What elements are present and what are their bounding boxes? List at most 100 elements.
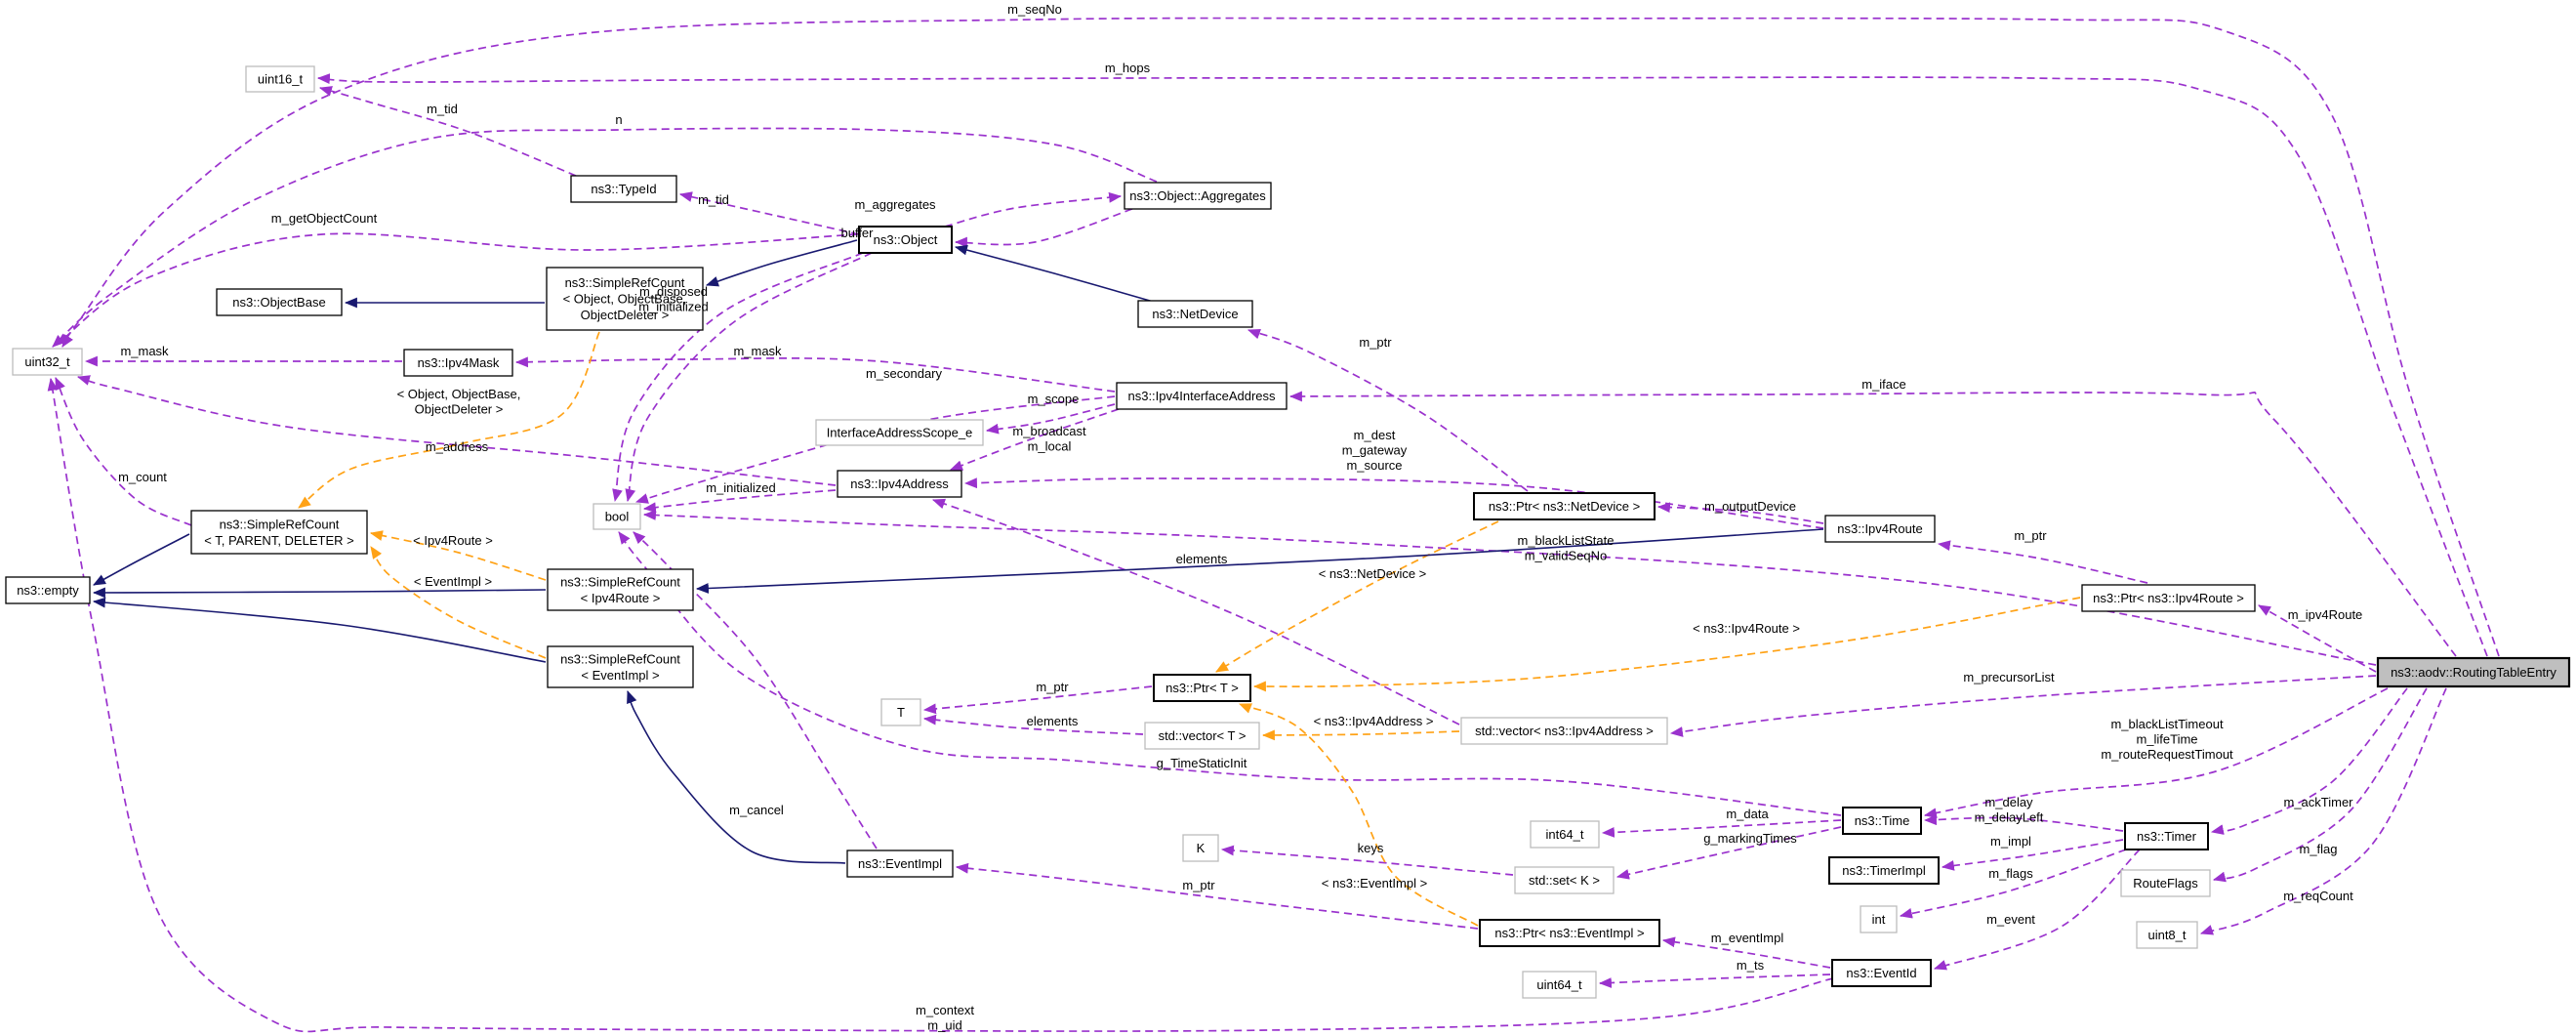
edge-usage-src-tpd-to-uint32_t: [55, 377, 192, 526]
class-node-label-uint8_t-0: uint8_t: [2147, 928, 2186, 942]
class-node-label-scope-e-0: InterfaceAddressScope_e: [827, 426, 973, 440]
class-node-label-src-tpd-0: ns3::SimpleRefCount: [220, 517, 340, 531]
edge-label-m_ipv4Route: m_ipv4Route: [2288, 607, 2363, 622]
class-node-label-ptr-netdev-0: ns3::Ptr< ns3::NetDevice >: [1489, 499, 1640, 514]
class-node-label-routeflags-0: RouteFlags: [2133, 876, 2198, 891]
class-node-src-tpd[interactable]: ns3::SimpleRefCount< T, PARENT, DELETER …: [190, 510, 368, 555]
edge-usage-timer-to-int: [1899, 849, 2127, 919]
class-node-routeflags[interactable]: RouteFlags: [2120, 869, 2211, 897]
class-node-box-K: [1182, 834, 1219, 862]
class-node-ipv4addr[interactable]: ns3::Ipv4Address: [837, 470, 962, 498]
class-node-scope-e[interactable]: InterfaceAddressScope_e: [815, 419, 984, 446]
edge-usage-object-to-uint32_t: [56, 232, 858, 346]
class-node-timer[interactable]: ns3::Timer: [2124, 822, 2209, 850]
edge-label-m_data: m_data: [1726, 807, 1769, 821]
edge-label-m_ptr: m_ptr: [1359, 335, 1392, 350]
class-node-rte[interactable]: ns3::aodv::RoutingTableEntry: [2376, 656, 2571, 688]
edge-usage-rte-to-timer: [2210, 687, 2408, 835]
class-node-label-iia-0: ns3::Ipv4InterfaceAddress: [1127, 389, 1276, 403]
edge-usage-ptr-event-to-eventimpl: [955, 862, 1479, 930]
class-node-aggregates[interactable]: ns3::Object::Aggregates: [1124, 182, 1272, 210]
class-node-ptr-route[interactable]: ns3::Ptr< ns3::Ipv4Route >: [2081, 584, 2256, 612]
edge-usage-ipv4route-to-ptr-netdev: [1656, 502, 1824, 524]
class-node-box-scope-e: [815, 419, 984, 446]
edge-label-m_tid: m_tid: [698, 192, 729, 207]
class-node-label-empty-0: ns3::empty: [17, 583, 79, 598]
edge-label-m_cancel: m_cancel: [729, 803, 784, 817]
class-node-int[interactable]: int: [1860, 905, 1898, 933]
edge-template-ptr-event-to-ptr-T: [1238, 703, 1479, 927]
class-node-vector-T[interactable]: std::vector< T >: [1144, 722, 1260, 750]
class-node-bool[interactable]: bool: [593, 503, 641, 530]
class-node-ptr-event[interactable]: ns3::Ptr< ns3::EventImpl >: [1479, 919, 1660, 947]
class-node-ptr-netdev[interactable]: ns3::Ptr< ns3::NetDevice >: [1473, 492, 1656, 520]
edge-label-m_flags: m_flags: [1988, 866, 2033, 881]
class-node-label-vector-T-0: std::vector< T >: [1159, 728, 1247, 743]
class-node-uint64_t[interactable]: uint64_t: [1522, 971, 1597, 999]
class-node-time[interactable]: ns3::Time: [1842, 807, 1922, 835]
edge-usage-time-to-bool: [618, 531, 1842, 816]
class-node-netdevice[interactable]: ns3::NetDevice: [1137, 300, 1253, 328]
class-node-K[interactable]: K: [1182, 834, 1219, 862]
edge-usage-ptr-netdev-to-netdevice: [1247, 328, 1529, 492]
edge-label-m_mask: m_mask: [120, 344, 169, 358]
edge-usage-timer-to-timerimpl: [1941, 839, 2124, 871]
edge-usage-aggregates-to-object: [954, 208, 1133, 248]
class-node-label-int-0: int: [1872, 912, 1886, 927]
edge-label-m_aggregates: m_aggregates: [854, 197, 936, 212]
class-node-uint16_t[interactable]: uint16_t: [245, 65, 315, 93]
edge-label-m_ptr: m_ptr: [1036, 680, 1069, 694]
class-node-box-iia: [1116, 382, 1288, 410]
class-node-label-uint32_t-0: uint32_t: [24, 354, 70, 369]
class-node-int64_t[interactable]: int64_t: [1530, 820, 1600, 849]
class-node-box-uint8_t: [2136, 921, 2198, 949]
class-node-typeid[interactable]: ns3::TypeId: [570, 175, 677, 203]
edge-usage-rte-to-routeflags: [2212, 687, 2428, 883]
edge-template-src-event-to-src-tpd: [370, 546, 547, 659]
class-node-label-set-K-0: std::set< K >: [1529, 873, 1600, 888]
class-node-box-ptr-event: [1479, 919, 1660, 947]
edge-usage-rte-to-uint8_t: [2199, 687, 2447, 935]
class-node-ipv4route[interactable]: ns3::Ipv4Route: [1824, 515, 1936, 543]
edge-usage-eventid-to-ptr-event: [1661, 936, 1831, 969]
class-node-uint8_t[interactable]: uint8_t: [2136, 921, 2198, 949]
class-node-eventimpl[interactable]: ns3::EventImpl: [846, 850, 954, 878]
class-node-empty[interactable]: ns3::empty: [5, 576, 91, 604]
class-node-src-event[interactable]: ns3::SimpleRefCount< EventImpl >: [547, 645, 694, 688]
class-node-src-object[interactable]: ns3::SimpleRefCount< Object, ObjectBase,…: [546, 267, 704, 331]
edge-label-m_flag: m_flag: [2299, 842, 2337, 856]
class-node-object[interactable]: ns3::Object: [858, 226, 953, 254]
edge-label-m_event: m_event: [1986, 912, 2035, 927]
class-node-eventid[interactable]: ns3::EventId: [1831, 959, 1932, 987]
class-node-T[interactable]: T: [880, 698, 921, 726]
edge-label-m_ptr: m_ptr: [2014, 528, 2047, 543]
class-node-ipv4mask[interactable]: ns3::Ipv4Mask: [403, 349, 513, 377]
class-node-vector-addr[interactable]: std::vector< ns3::Ipv4Address >: [1460, 717, 1668, 745]
class-node-ptr-T[interactable]: ns3::Ptr< T >: [1153, 674, 1251, 702]
edge-layer: [47, 17, 2500, 1033]
edge-label-< ns3::EventImpl >: < ns3::EventImpl >: [1322, 876, 1427, 891]
class-node-iia[interactable]: ns3::Ipv4InterfaceAddress: [1116, 382, 1288, 410]
edge-usage-iia-to-scope-e: [985, 403, 1116, 435]
edge-label-m_mask: m_mask: [733, 344, 782, 358]
class-node-src-route[interactable]: ns3::SimpleRefCount< Ipv4Route >: [547, 568, 694, 611]
edge-template-vector-addr-to-vector-T: [1261, 729, 1460, 741]
edge-template-src-route-to-src-tpd: [369, 530, 547, 581]
edge-usage-rte-to-time: [1923, 687, 2389, 819]
edge-usage-ipv4addr-to-uint32_t: [76, 375, 837, 486]
class-node-box-uint32_t: [12, 348, 83, 376]
class-node-objectbase[interactable]: ns3::ObjectBase: [216, 288, 343, 316]
class-node-set-K[interactable]: std::set< K >: [1514, 866, 1615, 894]
edge-label-< Object, ObjectBase,: < Object, ObjectBase,ObjectDeleter >: [397, 387, 521, 417]
class-node-label-K-0: K: [1197, 841, 1206, 855]
class-node-box-ipv4route: [1824, 515, 1936, 543]
edge-usage-timer-to-time: [1923, 814, 2124, 832]
class-node-uint32_t[interactable]: uint32_t: [12, 348, 83, 376]
class-node-box-objectbase: [216, 288, 343, 316]
edge-usage-ipv4route-to-ipv4addr: [963, 477, 1824, 529]
class-node-label-int64_t-0: int64_t: [1545, 827, 1583, 842]
edge-label-m_ts: m_ts: [1737, 958, 1765, 973]
class-node-timerimpl[interactable]: ns3::TimerImpl: [1828, 856, 1940, 885]
